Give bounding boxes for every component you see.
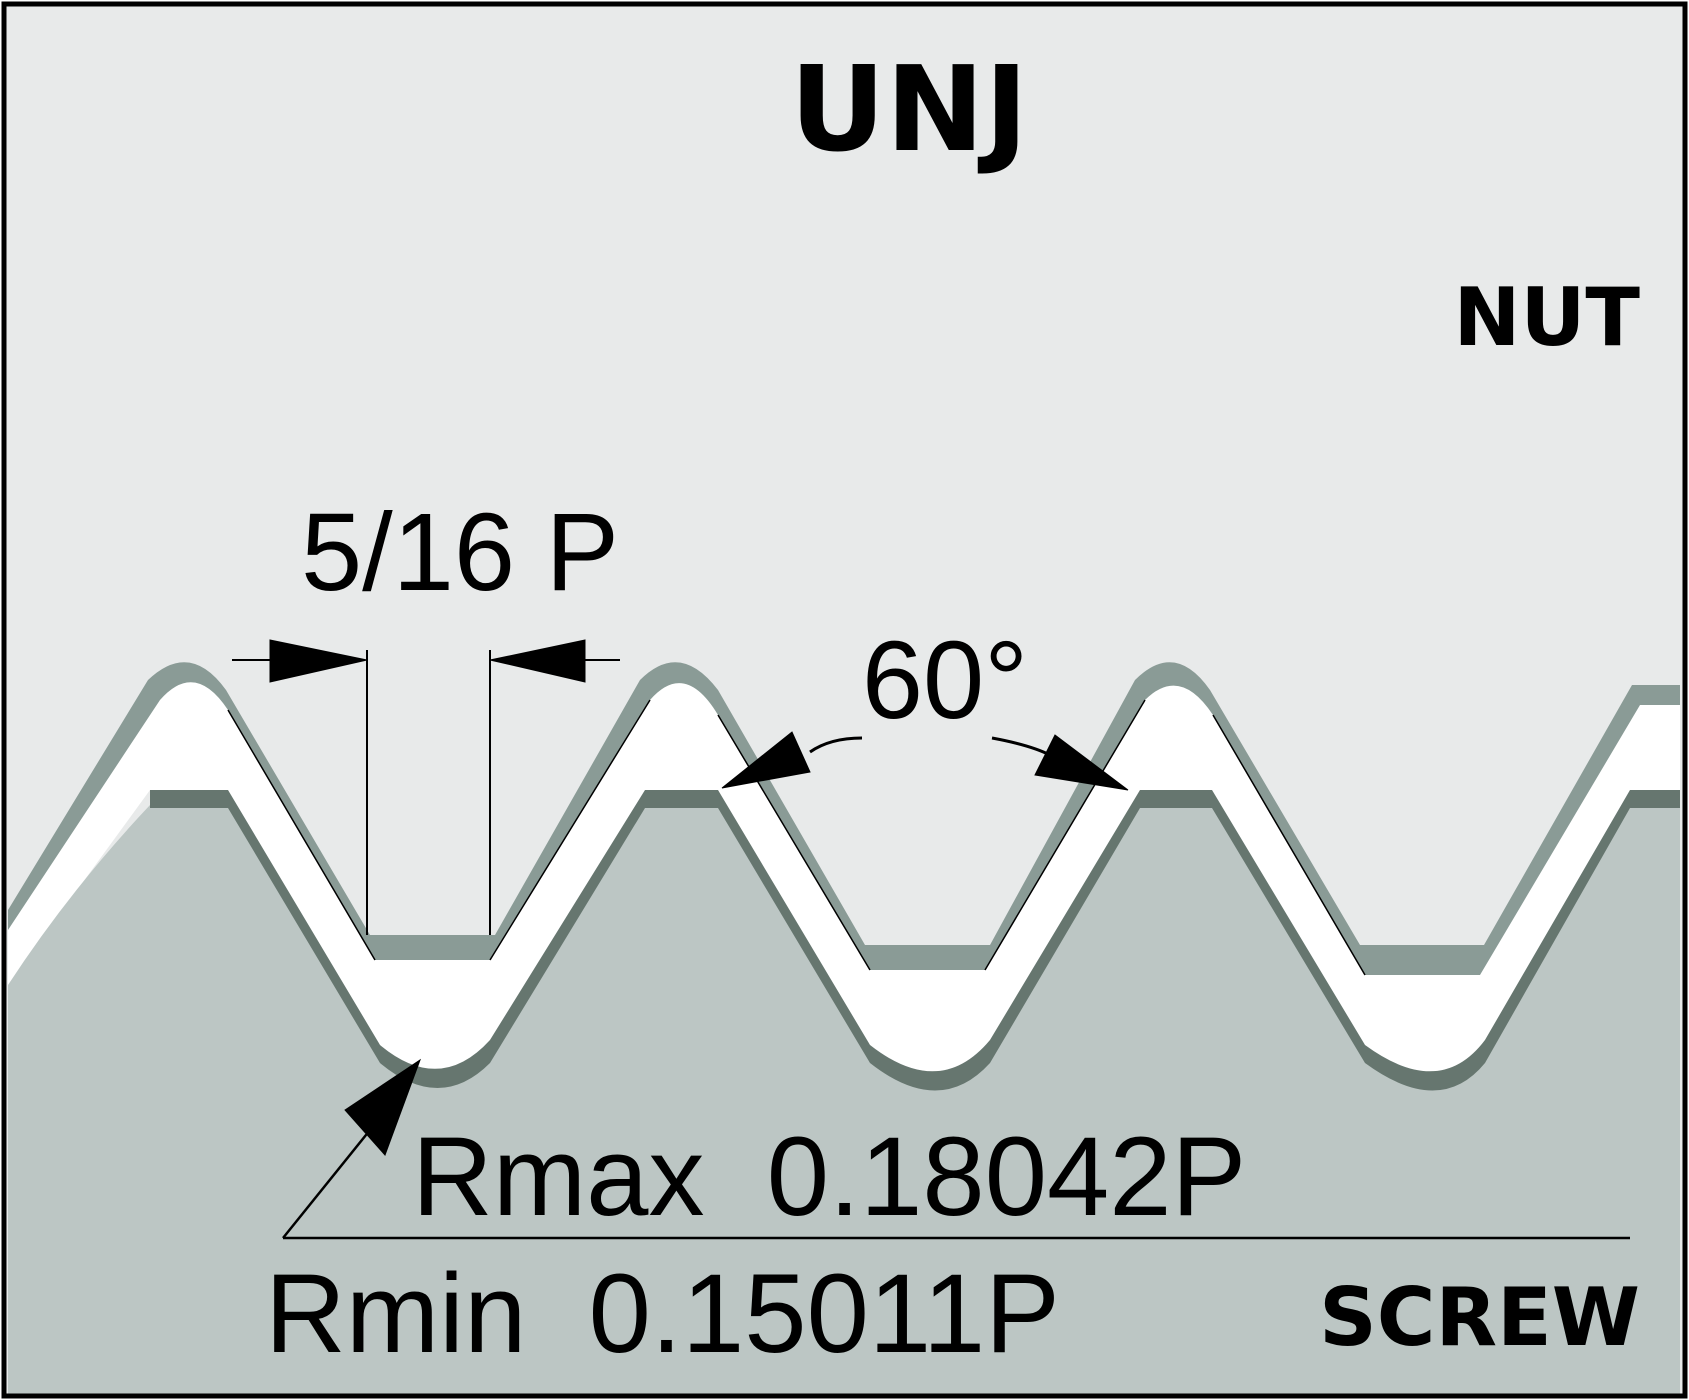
title: UNJ [790, 40, 1028, 178]
flat-width-dimension [232, 639, 620, 935]
rmin-label: Rmin 0.15011P [265, 1251, 1060, 1376]
dimension-arrow-left [269, 639, 368, 683]
angle-arrow-right [1034, 734, 1129, 791]
leader-line-diagonal [282, 1129, 371, 1239]
thread-angle-label: 60° [862, 619, 1028, 742]
angle-dimension [721, 731, 1129, 791]
rmax-label: Rmax 0.18042P [412, 1114, 1246, 1239]
radius-leader [282, 1058, 1630, 1240]
angle-arrow-left [721, 731, 811, 789]
dimension-arrow-right [489, 639, 586, 683]
screw-region [8, 805, 1680, 1396]
angle-arc-left [809, 736, 863, 754]
nut-flank-outline [227, 699, 1366, 976]
nut-label: NUT [1454, 271, 1641, 364]
thread-gap [8, 682, 1680, 1072]
flat-width-label: 5/16 P [301, 491, 619, 614]
screw-label: SCREW [1319, 1271, 1640, 1364]
radius-arrow [344, 1058, 421, 1156]
